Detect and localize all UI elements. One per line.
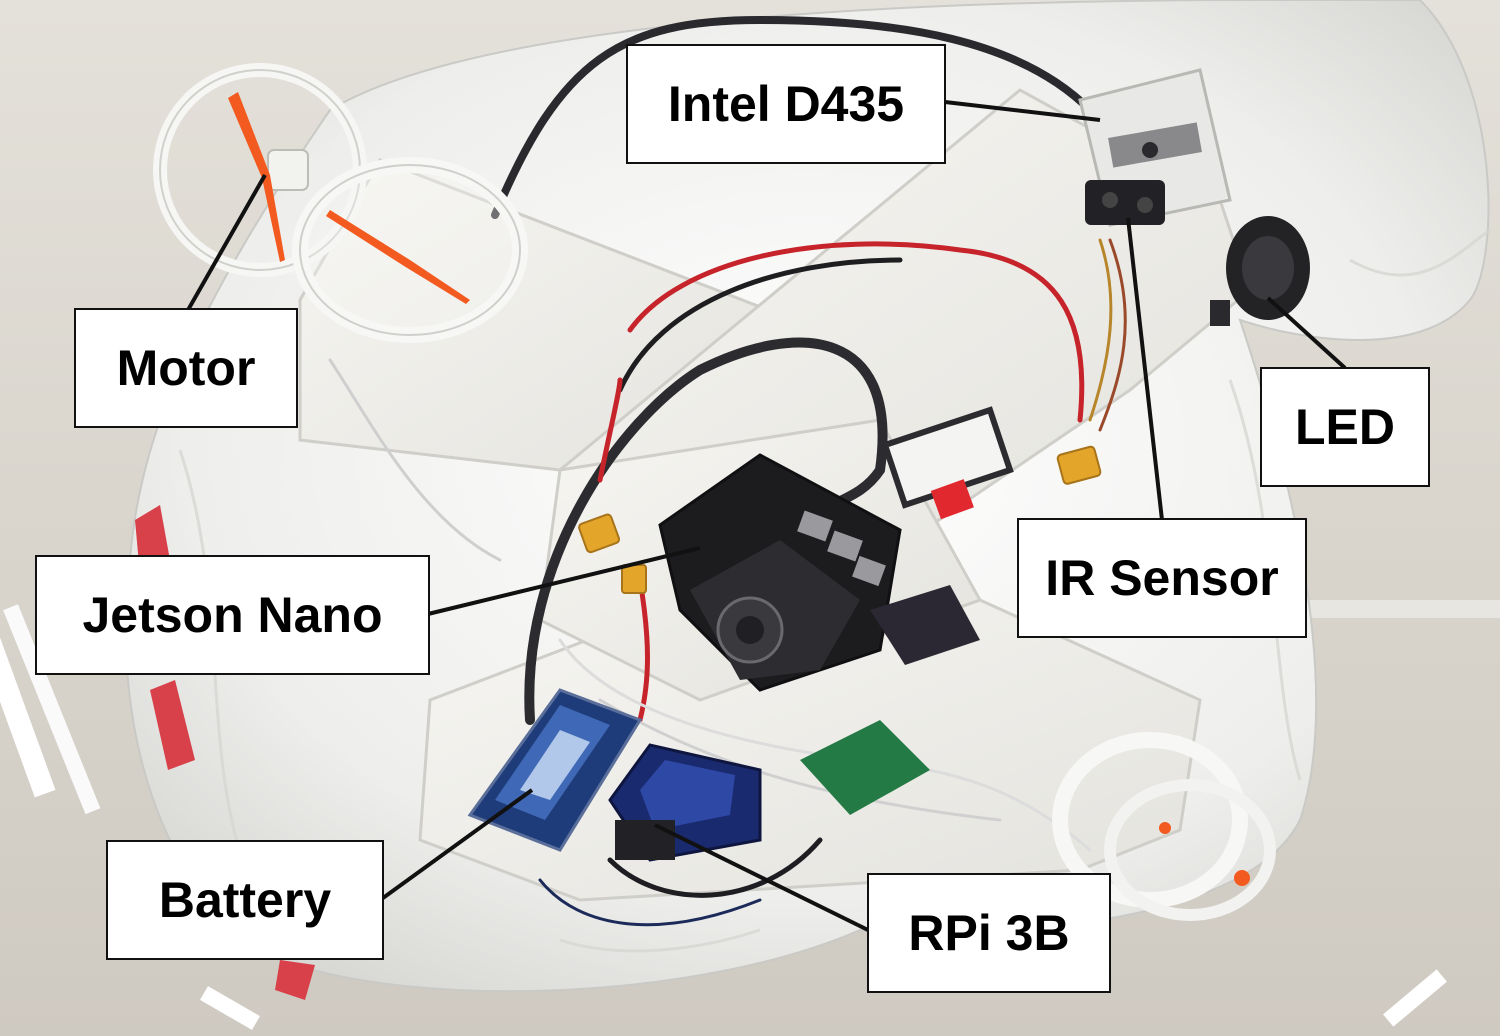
voltage-regulator (881, 406, 1014, 520)
sensor-breakouts (800, 585, 980, 815)
battery-pack (467, 688, 643, 852)
leader-line-rpi (654, 823, 869, 932)
raspberry-pi-board (608, 743, 762, 862)
leader-line-intel (944, 100, 1101, 122)
leader-lines (186, 100, 1347, 932)
leader-line-ir (1126, 217, 1164, 521)
leader-line-motor (186, 174, 267, 311)
label-intel-d435: Intel D435 (626, 44, 946, 164)
leader-line-led (1266, 296, 1347, 370)
motor-fan-upper (153, 63, 528, 343)
label-rpi-3b: RPi 3B (867, 873, 1111, 993)
xt60-connectors (578, 445, 1102, 594)
wires (328, 15, 1127, 927)
label-jetson-nano: Jetson Nano (35, 555, 430, 675)
label-battery: Battery (106, 840, 384, 960)
ir-sensor-module (1085, 180, 1165, 225)
label-ir-sensor: IR Sensor (1017, 518, 1307, 638)
label-motor: Motor (74, 308, 298, 428)
leader-line-battery (381, 788, 534, 900)
jetson-nano-board (658, 453, 902, 692)
leader-line-jetson (427, 546, 701, 616)
label-led: LED (1260, 367, 1430, 487)
led-module (1210, 216, 1310, 326)
motor-fan-lower (1052, 732, 1276, 921)
ceiling-lights (0, 600, 1500, 1030)
